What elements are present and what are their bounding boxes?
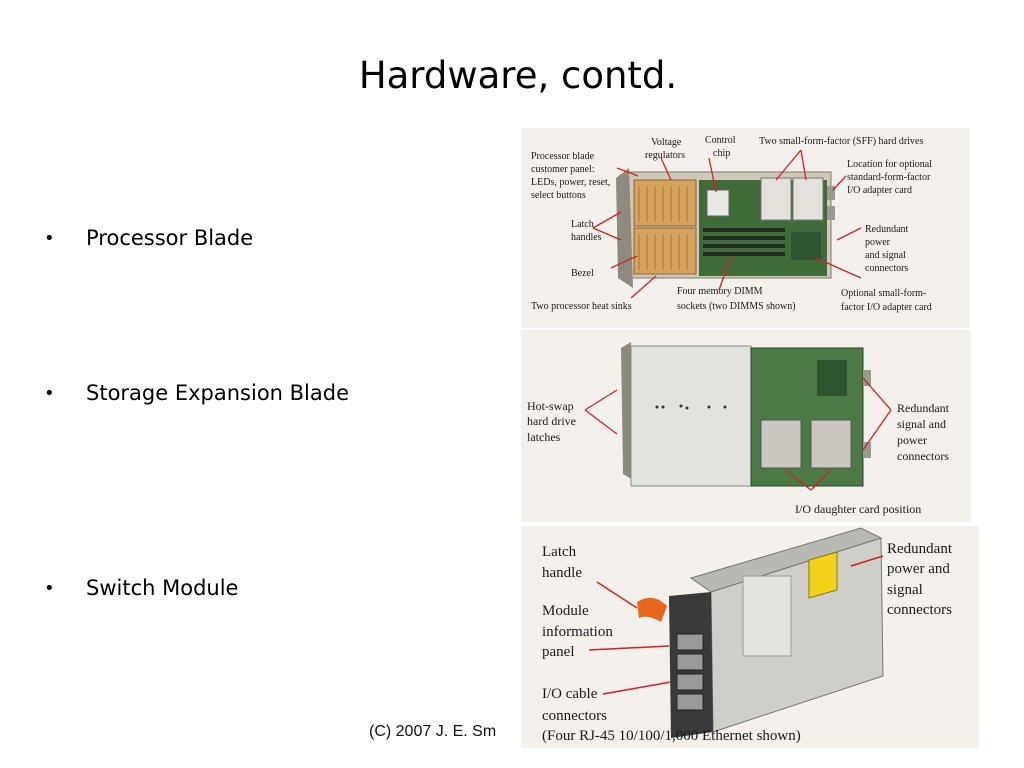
bullet-switch-module: • Switch Module — [44, 576, 238, 600]
label-control-2: chip — [713, 148, 730, 159]
bullet-processor-blade: • Processor Blade — [44, 226, 253, 250]
label-optional-1: Optional small-form- — [841, 288, 926, 299]
label-redundant-3: and signal — [865, 250, 906, 261]
label-bezel: Bezel — [571, 268, 594, 279]
label-heat-sinks: Two processor heat sinks — [531, 301, 632, 312]
switch-module-photo — [637, 527, 884, 738]
bullet-text: Processor Blade — [86, 226, 254, 250]
label-voltage-1: Voltage — [651, 137, 682, 148]
label-redundant-1: Redundant — [865, 224, 909, 235]
label-redundant-1: Redundant — [897, 401, 950, 415]
label-hotswap-3: latches — [527, 430, 561, 444]
bullet-marker: • — [44, 577, 55, 599]
label-module-2: information — [542, 624, 613, 640]
label-panel-3: LEDs, power, reset, — [531, 177, 610, 188]
label-control-1: Control — [705, 135, 736, 146]
label-redundant-1: Redundant — [887, 541, 953, 557]
label-redundant-2: signal and — [897, 417, 946, 431]
label-hotswap-1: Hot-swap — [527, 399, 574, 413]
processor-blade-figure: Processor blade customer panel: LEDs, po… — [521, 128, 970, 328]
label-location-3: I/O adapter card — [847, 185, 912, 196]
label-panel-4: select buttons — [531, 190, 586, 201]
bullet-marker: • — [44, 227, 55, 249]
bullet-marker: • — [44, 382, 55, 404]
callout-arrows — [588, 555, 884, 695]
storage-expansion-blade-figure: Hot-swap hard drive latches Redundant si… — [521, 330, 971, 522]
label-redundant-2: power and — [887, 561, 950, 577]
label-redundant-2: power — [865, 237, 891, 248]
slide-title: Hardware, contd. — [358, 54, 678, 97]
storage-blade-photo — [621, 342, 871, 487]
label-io-3: (Four RJ-45 10/100/1,000 Ethernet shown) — [542, 728, 801, 744]
label-optional-2: factor I/O adapter card — [841, 302, 932, 313]
processor-blade-photo — [616, 168, 835, 288]
label-latch-2: handle — [542, 565, 582, 581]
bullet-text: Switch Module — [86, 576, 239, 600]
label-panel-2: customer panel: — [531, 164, 595, 175]
label-latch-1: Latch — [542, 544, 577, 560]
bullet-storage-expansion-blade: • Storage Expansion Blade — [44, 381, 349, 405]
label-dimm-1: Four memory DIMM — [677, 286, 763, 297]
label-dimm-2: sockets (two DIMMS shown) — [677, 301, 796, 312]
label-redundant-4: connectors — [865, 263, 908, 274]
label-module-1: Module — [542, 603, 589, 619]
bullet-text: Storage Expansion Blade — [86, 381, 350, 405]
label-panel-1: Processor blade — [531, 151, 595, 162]
label-module-3: panel — [542, 644, 574, 660]
label-hotswap-2: hard drive — [527, 414, 576, 428]
slide-footer: (C) 2007 J. E. Sm — [369, 723, 497, 740]
label-io-1: I/O cable — [542, 686, 598, 702]
label-latch-1: Latch — [571, 219, 594, 230]
label-voltage-2: regulators — [645, 150, 685, 161]
callout-arrows — [592, 149, 862, 299]
label-redundant-4: connectors — [897, 449, 949, 463]
callout-arrows — [584, 377, 892, 491]
label-redundant-3: signal — [887, 582, 923, 598]
label-sff-drives: Two small-form-factor (SFF) hard drives — [759, 136, 923, 147]
label-io-2: connectors — [542, 708, 607, 724]
label-location-2: standard-form-factor — [847, 172, 931, 183]
switch-module-figure: Latch handle Module information panel I/… — [521, 526, 979, 748]
label-daughter-card: I/O daughter card position — [795, 502, 921, 516]
label-redundant-3: power — [897, 433, 927, 447]
label-location-1: Location for optional — [847, 159, 932, 170]
label-redundant-4: connectors — [887, 602, 952, 618]
label-latch-2: handles — [571, 232, 602, 243]
